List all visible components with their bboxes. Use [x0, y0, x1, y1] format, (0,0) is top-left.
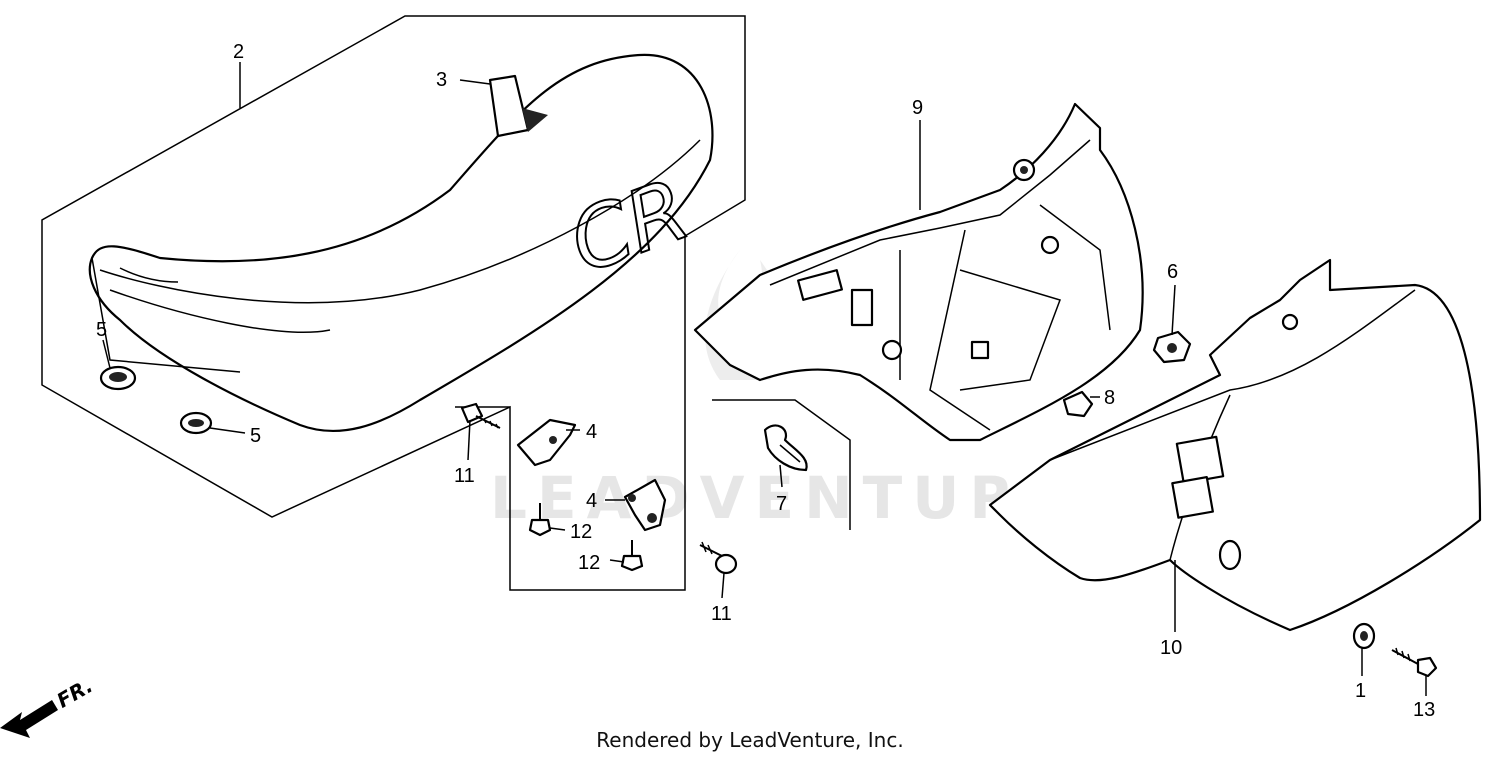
callout-11-upper: 11	[454, 465, 475, 487]
callout-5-lower: 5	[250, 425, 261, 447]
callout-2: 2	[233, 41, 244, 63]
callout-4-upper: 4	[586, 421, 597, 443]
clip-bracket-line	[712, 399, 851, 530]
watermark-text: LEADVENTURE	[490, 464, 1074, 532]
callout-6: 6	[1167, 261, 1178, 283]
callout-8: 8	[1104, 387, 1115, 409]
side-cover-inner	[693, 102, 1144, 442]
callout-3: 3	[436, 69, 447, 91]
footer-credit: Rendered by LeadVenture, Inc.	[596, 728, 904, 752]
callout-4-lower: 4	[586, 490, 597, 512]
leader-lines	[102, 62, 1427, 696]
callout-7: 7	[776, 493, 787, 515]
bolt-12-upper	[528, 503, 552, 537]
svg-text:FR.: FR.	[53, 673, 97, 712]
washer-1	[1352, 622, 1376, 650]
callout-9: 9	[912, 97, 923, 119]
collar-8	[1062, 390, 1094, 418]
seat-strap	[488, 74, 548, 138]
side-cover-outer	[988, 258, 1482, 632]
nut-6	[1152, 330, 1192, 364]
callout-12-lower: 12	[578, 552, 600, 574]
bolt-11-upper	[460, 402, 501, 429]
callout-1: 1	[1355, 680, 1366, 702]
bolt-11-lower	[699, 541, 738, 575]
callout-13: 13	[1413, 699, 1435, 721]
bracket-4-upper	[516, 418, 577, 467]
clip-7	[763, 424, 808, 472]
seat: CR	[88, 53, 714, 433]
seat-group-outline	[41, 15, 746, 591]
grommet-upper	[99, 365, 137, 391]
callout-10: 10	[1160, 637, 1182, 659]
callout-11-lower: 11	[711, 603, 732, 625]
bracket-4-lower	[623, 478, 667, 532]
grommet-lower	[179, 411, 213, 435]
bolt-12-lower	[620, 540, 644, 572]
callout-5-upper: 5	[96, 319, 107, 341]
bolt-13	[1391, 647, 1438, 678]
callout-12-upper: 12	[570, 521, 592, 543]
